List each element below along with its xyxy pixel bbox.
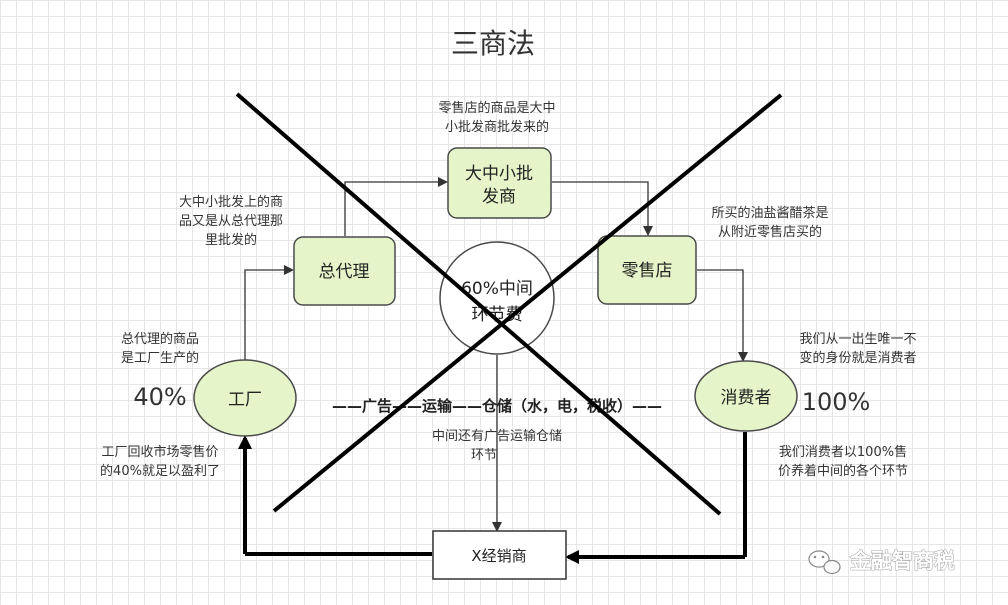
consumer-label: 消费者 (721, 388, 772, 408)
factory-ellipse (193, 359, 297, 437)
page-title: 三商法 (451, 27, 535, 60)
note-middle: 中间还有广告运输仓储 环节 (432, 428, 562, 463)
node-consumer: 消费者 (694, 360, 798, 432)
retailer-label: 零售店 (622, 261, 673, 281)
node-center: 60%中间 环节费 (439, 241, 555, 355)
note-agent-line-3: 里批发的 (205, 232, 257, 248)
note-consumer-top-line-2: 变的身份就是消费者 (799, 350, 916, 366)
flow-arrows (244, 177, 748, 532)
node-retailer: 零售店 (597, 235, 697, 305)
note-agent: 大中小批发上的商 品又是从总代理那 里批发的 (179, 194, 283, 248)
note-factory-top: 总代理的商品 是工厂生产的 (121, 331, 199, 366)
agent-box (293, 236, 396, 306)
center-circle (439, 241, 555, 355)
watermark: 金融智商税 (808, 549, 955, 575)
note-consumer-top-line-1: 我们从一出生唯一不 (799, 332, 916, 347)
note-retailer: 所买的油盐酱醋茶是 从附近零售店买的 (711, 205, 828, 240)
note-factory-bottom-line-2: 的40%就足以盈利了 (100, 463, 220, 479)
note-middle-line-1: 中间还有广告运输仓储 (432, 428, 562, 444)
note-factory-top-line-2: 是工厂生产的 (121, 350, 199, 366)
note-factory-bottom: 工厂回收市场零售价 的40%就足以盈利了 (100, 444, 220, 479)
factory-percentage: 40% (133, 383, 186, 411)
consumer-ellipse (694, 360, 798, 432)
note-factory-top-line-1: 总代理的商品 (121, 331, 199, 347)
note-wholesaler-line-1: 零售店的商品是大中 (438, 100, 555, 116)
note-middle-line-2: 环节 (471, 448, 497, 463)
wholesaler-box (447, 147, 552, 219)
arrow-wholesaler-to-retailer (552, 181, 653, 236)
cross-out-x (235, 92, 783, 516)
agent-label: 总代理 (319, 262, 370, 282)
note-retailer-line-2: 从附近零售店买的 (718, 224, 822, 240)
chain-text: ——广告——运输——仓储（水，电，税收）—— (332, 397, 662, 415)
arrow-agent-to-wholesaler (344, 177, 448, 236)
dealer-box (432, 530, 567, 580)
retailer-box (597, 235, 697, 305)
cross-line-1 (235, 92, 722, 516)
note-consumer-bottom-line-1: 我们消费者以100%售 (779, 444, 907, 460)
wholesaler-label-2: 发商 (482, 187, 516, 207)
arrow-retailer-to-consumer (697, 269, 748, 362)
node-agent: 总代理 (293, 236, 396, 306)
node-wholesaler: 大中小批 发商 (447, 147, 552, 219)
node-dealer: X经销商 (432, 530, 567, 580)
factory-label: 工厂 (228, 390, 262, 410)
note-retailer-line-1: 所买的油盐酱醋茶是 (711, 205, 828, 221)
note-consumer-bottom-line-2: 价养着中间的各个环节 (778, 463, 908, 479)
note-agent-line-2: 品又是从总代理那 (179, 214, 283, 229)
thick-arrows (238, 432, 747, 564)
note-consumer-bottom: 我们消费者以100%售 价养着中间的各个环节 (778, 444, 908, 479)
watermark-text: 金融智商税 (849, 549, 955, 573)
cross-line-2 (272, 93, 783, 513)
note-wholesaler-line-2: 小批发商批发来的 (445, 119, 549, 135)
consumer-percentage: 100% (802, 388, 871, 416)
center-label-1: 60%中间 (461, 279, 533, 299)
note-consumer-top: 我们从一出生唯一不 变的身份就是消费者 (799, 332, 916, 366)
node-factory: 工厂 (193, 359, 297, 437)
arrow-factory-to-agent (244, 265, 294, 362)
wholesaler-label-1: 大中小批 (465, 164, 533, 184)
note-agent-line-1: 大中小批发上的商 (179, 194, 283, 210)
note-factory-bottom-line-1: 工厂回收市场零售价 (101, 444, 218, 460)
dealer-label: X经销商 (471, 547, 526, 565)
note-wholesaler: 零售店的商品是大中 小批发商批发来的 (438, 100, 555, 135)
wechat-icon (808, 550, 841, 575)
